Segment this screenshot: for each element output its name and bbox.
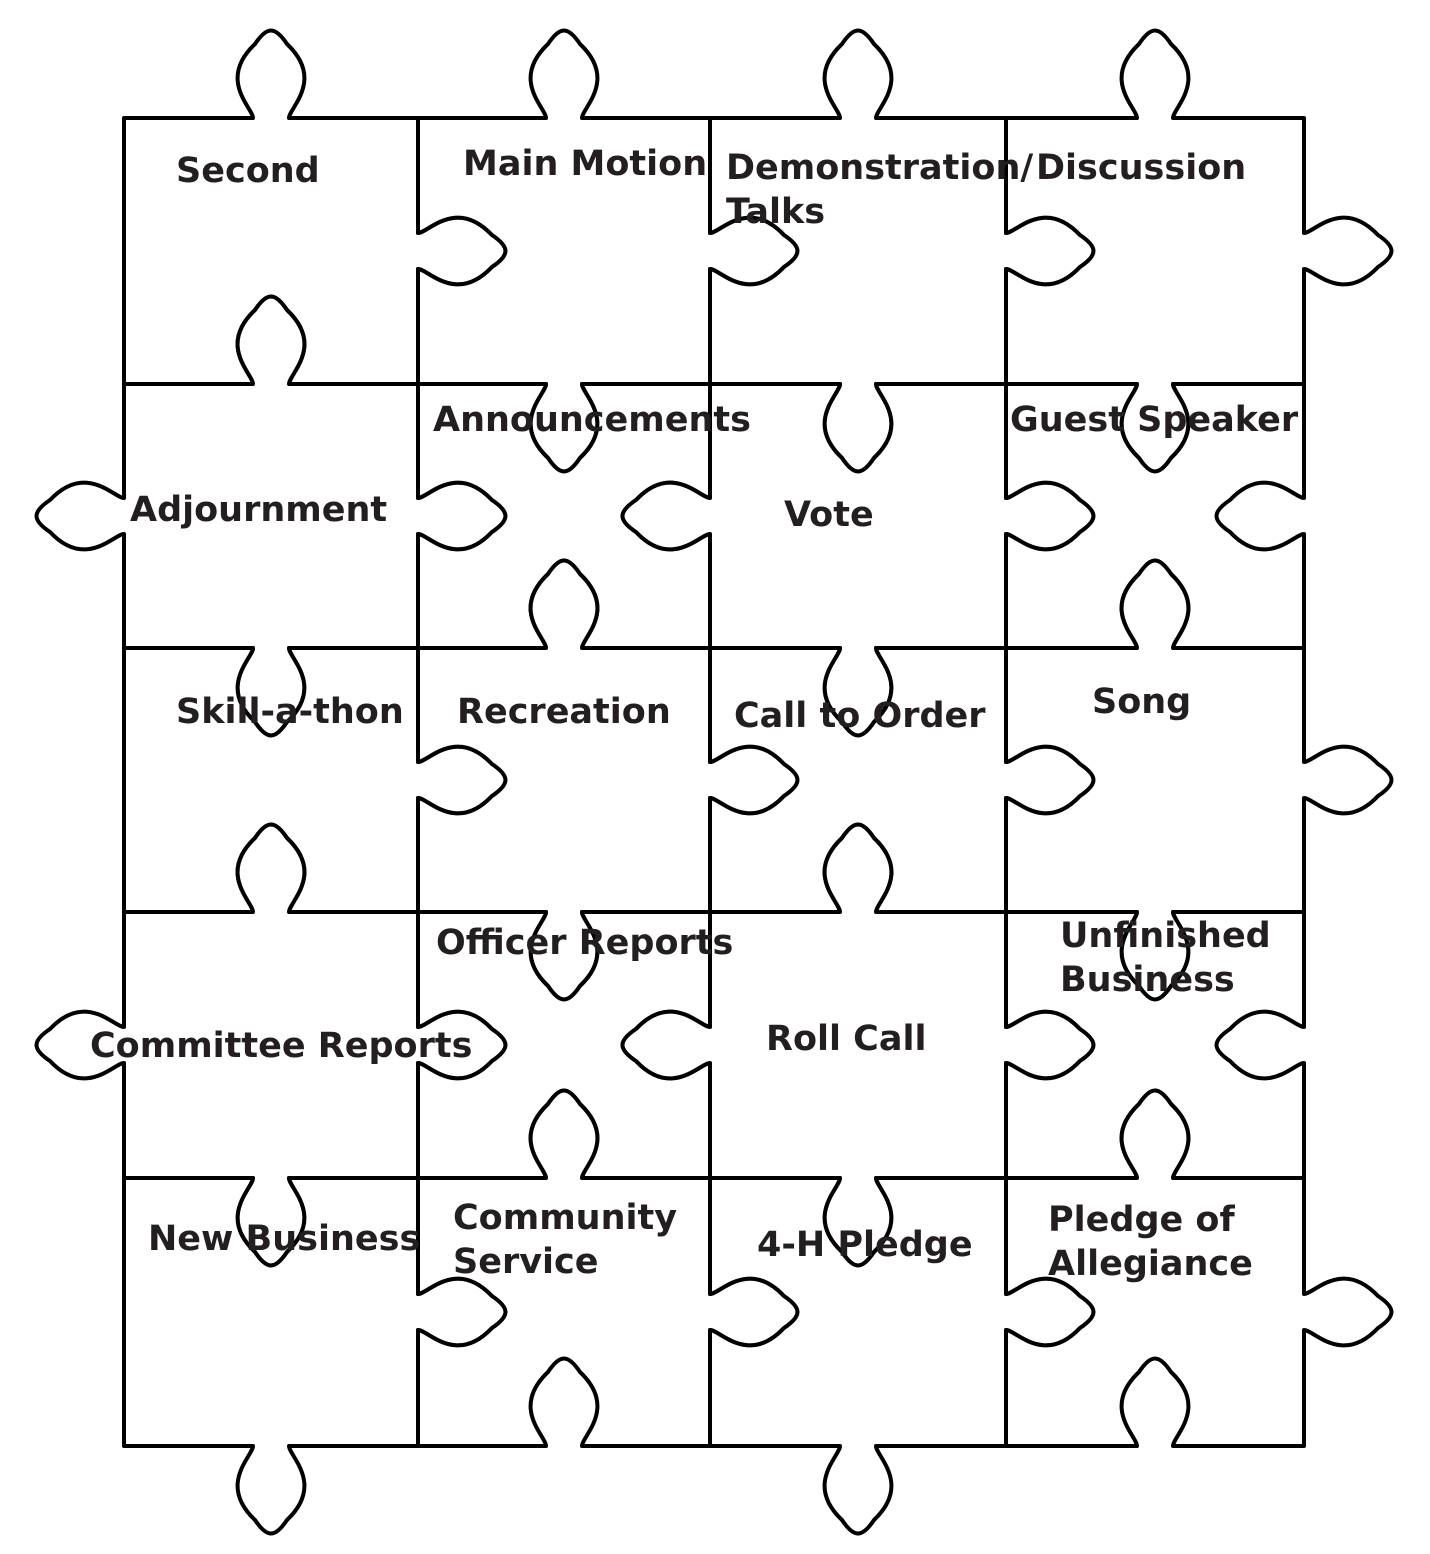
piece-label-line: Skill-a-thon — [176, 692, 404, 732]
piece-label: Discussion — [1036, 148, 1246, 188]
piece-label: Announcements — [433, 400, 751, 440]
piece-label-line: Officer Reports — [436, 923, 733, 963]
piece-label: Recreation — [457, 692, 671, 732]
piece-label: 4-H Pledge — [757, 1225, 973, 1265]
piece-label-line: Adjournment — [130, 490, 387, 530]
piece-label: Committee Reports — [90, 1026, 472, 1066]
piece-label: Song — [1092, 682, 1191, 722]
piece-label-line: 4-H Pledge — [757, 1225, 973, 1265]
piece-label-line: New Business — [148, 1219, 420, 1259]
piece-label: Skill-a-thon — [176, 692, 404, 732]
piece-label-line: Service — [453, 1242, 599, 1282]
piece-label-line: Main Motion — [463, 144, 707, 184]
piece-label-line: Committee Reports — [90, 1026, 472, 1066]
piece-label: Second — [176, 151, 320, 191]
piece-label-line: Roll Call — [766, 1019, 926, 1059]
piece-label: Call to Order — [734, 696, 986, 736]
piece-label-line: Pledge of — [1048, 1200, 1235, 1240]
piece-label: Officer Reports — [436, 923, 733, 963]
piece-label-line: Discussion — [1036, 148, 1246, 188]
piece-label-line: Community — [453, 1198, 677, 1238]
piece-label-line: Guest Speaker — [1010, 400, 1299, 440]
piece-label-line: Vote — [784, 495, 874, 535]
piece-label-line: Recreation — [457, 692, 671, 732]
piece-label-line: Talks — [726, 192, 825, 232]
piece-label: New Business — [148, 1219, 420, 1259]
piece-label: Vote — [784, 495, 874, 535]
piece-label: Roll Call — [766, 1019, 926, 1059]
piece-label-line: Allegiance — [1048, 1244, 1253, 1284]
piece-label-line: Demonstration/ — [726, 148, 1033, 188]
piece-label: Main Motion — [463, 144, 707, 184]
piece-label-line: Announcements — [433, 400, 751, 440]
piece-label-line: Business — [1060, 960, 1235, 1000]
piece-label-line: Unfinished — [1060, 916, 1271, 956]
piece-label: Adjournment — [130, 490, 387, 530]
piece-label-line: Second — [176, 151, 320, 191]
piece-label-line: Song — [1092, 682, 1191, 722]
piece-label-line: Call to Order — [734, 696, 986, 736]
piece-label: Guest Speaker — [1010, 400, 1299, 440]
